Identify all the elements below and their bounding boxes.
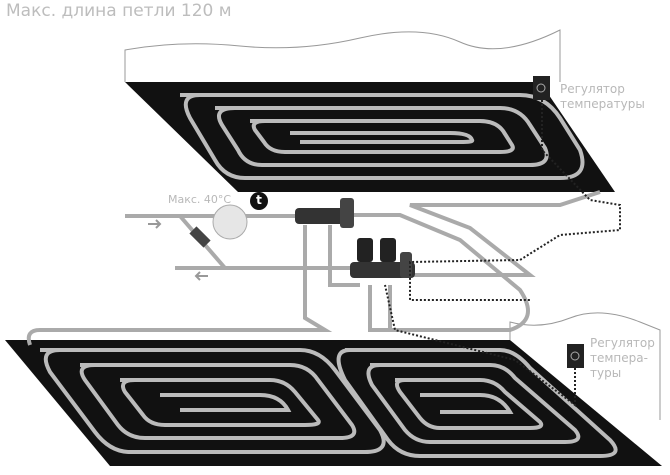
bottom-wall-outline [509,312,661,420]
top-wall-outline [124,29,561,82]
regulator-top-label: Регулятор температуры [560,82,645,112]
check-valve [189,226,211,248]
top-heating-loop [180,93,585,180]
valve-actuator-1 [357,238,373,262]
thermostat-top [533,76,550,100]
upper-manifold-vent [340,198,354,228]
bottom-heating-loop-right [336,348,618,458]
pump [212,204,248,240]
regulator-bottom-line2: темпера- [590,351,648,365]
pump-max-temp-label: Макс. 40°C [168,193,232,206]
regulator-bottom-line1: Регулятор [590,336,655,350]
regulator-bottom-line3: туры [590,366,622,380]
regulator-top-line2: температуры [560,97,645,111]
thermostat-bottom [567,344,584,368]
regulator-bottom-label: Регулятор темпера- туры [590,336,655,381]
diagram-title: Макс. длина петли 120 м [6,1,232,21]
supply-return-pipes [26,190,601,346]
supply-arrow-icon [148,219,162,229]
thermometer-badge: t [250,192,268,210]
valve-actuator-2 [380,238,396,262]
thermostat-wire-top [409,100,621,301]
thermostat-wire-bottom [384,284,576,407]
bottom-heating-loop-left [40,348,386,454]
regulator-top-line1: Регулятор [560,82,625,96]
lower-manifold [350,262,415,278]
upper-manifold [295,208,350,224]
return-arrow-icon [194,271,208,281]
